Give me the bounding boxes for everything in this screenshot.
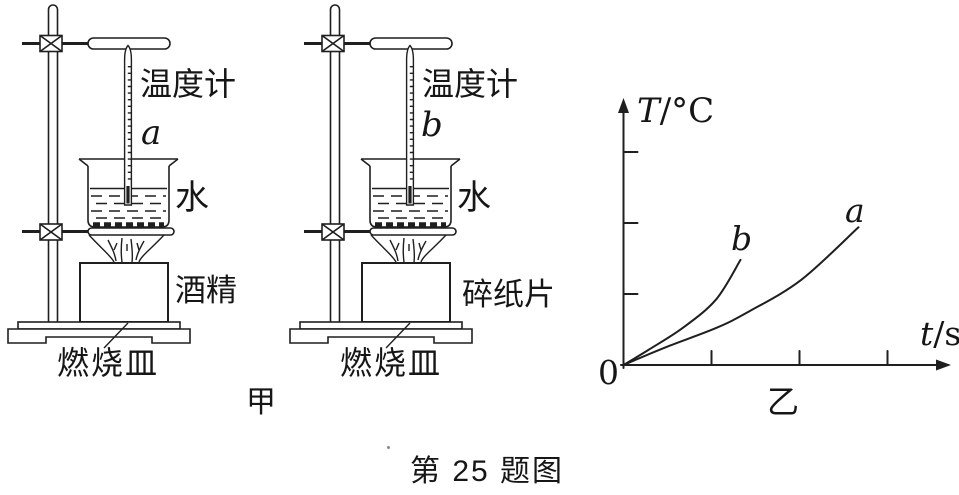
dish-label-right: 燃烧皿 (340, 345, 443, 381)
curve-label-b: b (731, 219, 753, 258)
x-axis-symbol: t (920, 314, 934, 353)
y-axis-arrow (618, 98, 629, 113)
x-axis-arrow (936, 359, 951, 371)
apparatus-left (8, 5, 190, 348)
dish-label-left: 燃烧皿 (57, 345, 160, 381)
x-axis-label: t/s (920, 317, 959, 350)
water-label-right: 水 (457, 179, 491, 217)
graph-name-yi: 乙 (767, 384, 800, 420)
y-axis-unit: /°C (659, 91, 715, 131)
y-axis-symbol: T (637, 91, 660, 131)
curve-a (622, 226, 860, 366)
setup-name-jia: 甲 (246, 386, 276, 419)
graph-axes (618, 98, 951, 371)
fuel-label-paper: 碎纸片 (462, 277, 555, 312)
thermometer-label-right: 温度计 (422, 66, 519, 102)
thermometer-id-a: a (141, 113, 162, 153)
origin-label: 0 (598, 353, 619, 392)
thermometer-label-left: 温度计 (140, 66, 237, 102)
curve-b (622, 258, 742, 366)
thermometer-id-b: b (421, 105, 443, 145)
y-axis-label: T/°C (637, 94, 714, 128)
fuel-label-alcohol: 酒精 (175, 273, 237, 308)
graph-curves (622, 151, 889, 366)
water-label-left: 水 (175, 179, 209, 217)
x-axis-unit: /s (933, 314, 959, 353)
curve-label-a: a (845, 191, 865, 230)
ink-speck (387, 446, 390, 449)
figure-caption: 第 25 题图 (410, 455, 565, 488)
apparatus-right (290, 5, 472, 348)
